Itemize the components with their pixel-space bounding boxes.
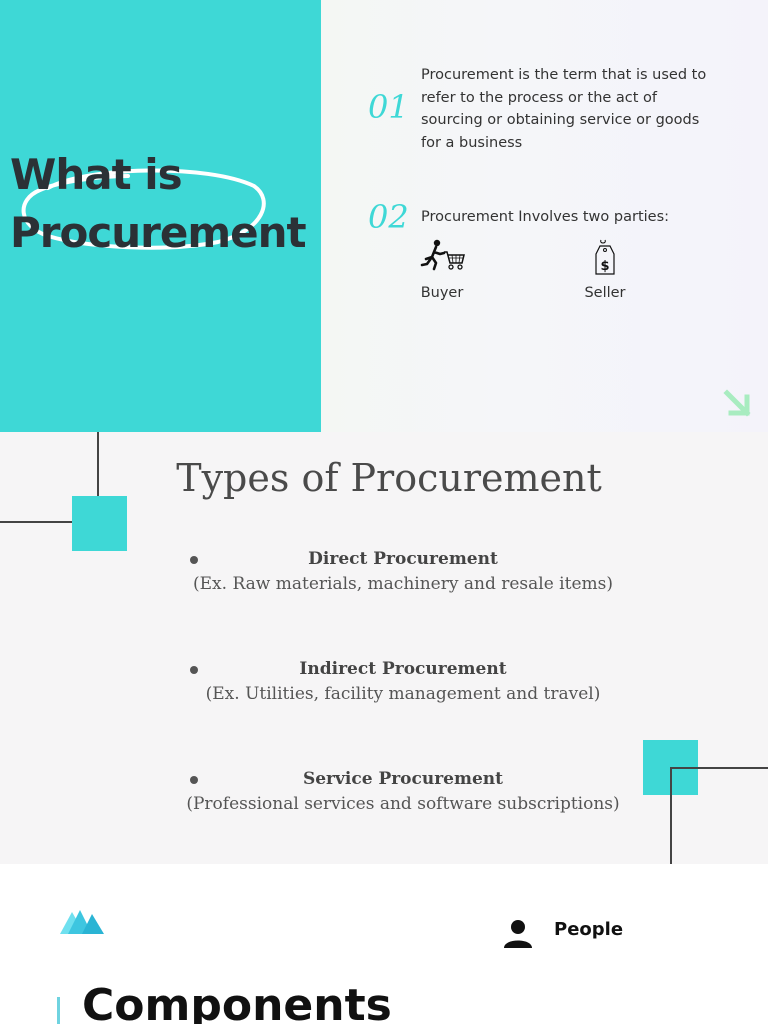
decor-line	[0, 521, 99, 523]
point-number-1: 01	[368, 88, 409, 126]
point-number-2: 02	[368, 198, 409, 236]
title-line-1: What is	[10, 150, 183, 199]
bullet-dot	[190, 556, 198, 564]
procurement-type-item: Indirect Procurement (Ex. Utilities, fac…	[0, 657, 768, 707]
decor-line	[97, 432, 99, 523]
slide-what-is-procurement: What is Procurement 01 Procurement is th…	[0, 0, 768, 432]
buyer-cart-icon	[420, 239, 465, 271]
procurement-type-desc: (Ex. Raw materials, machinery and resale…	[193, 574, 613, 594]
seller-label: Seller	[584, 285, 626, 301]
procurement-type-item: Service Procurement (Professional servic…	[0, 767, 768, 817]
slide1-title: What is Procurement	[10, 146, 307, 262]
procurement-type-name: Indirect Procurement	[299, 659, 507, 679]
arrow-down-right-icon	[723, 389, 751, 417]
procurement-type-name: Direct Procurement	[308, 549, 498, 569]
buyer-label: Buyer	[420, 285, 464, 301]
svg-text:$: $	[600, 259, 609, 274]
procurement-type-name: Service Procurement	[302, 769, 504, 789]
slide2-title: Types of Procurement	[176, 456, 602, 500]
slide-components: People Components	[0, 864, 768, 1024]
title-line-2: Procurement	[10, 208, 307, 257]
decor-line	[670, 767, 768, 769]
price-tag-icon: $	[595, 239, 615, 275]
slide-types-of-procurement: Types of Procurement Direct Procurement …	[0, 432, 768, 864]
procurement-type-desc: (Professional services and software subs…	[186, 794, 620, 814]
point-text-2: Procurement Involves two parties:	[421, 209, 670, 225]
slide1-background	[321, 0, 768, 432]
point-text-1: Procurement is the term that is used to …	[421, 67, 707, 151]
bullet-dot	[190, 666, 198, 674]
bullet-dot	[190, 776, 198, 784]
decor-line	[670, 767, 672, 864]
decor-square	[72, 496, 127, 551]
title-panel	[0, 0, 321, 432]
heading-accent-bar	[57, 997, 60, 1024]
logo-icon	[60, 910, 104, 934]
person-icon	[504, 920, 532, 948]
procurement-type-item: Direct Procurement (Ex. Raw materials, m…	[0, 547, 768, 597]
components-heading: Components	[82, 980, 392, 1024]
people-label: People	[554, 919, 624, 940]
procurement-type-desc: (Ex. Utilities, facility management and …	[205, 684, 601, 704]
scribble-circle-icon	[21, 168, 266, 250]
